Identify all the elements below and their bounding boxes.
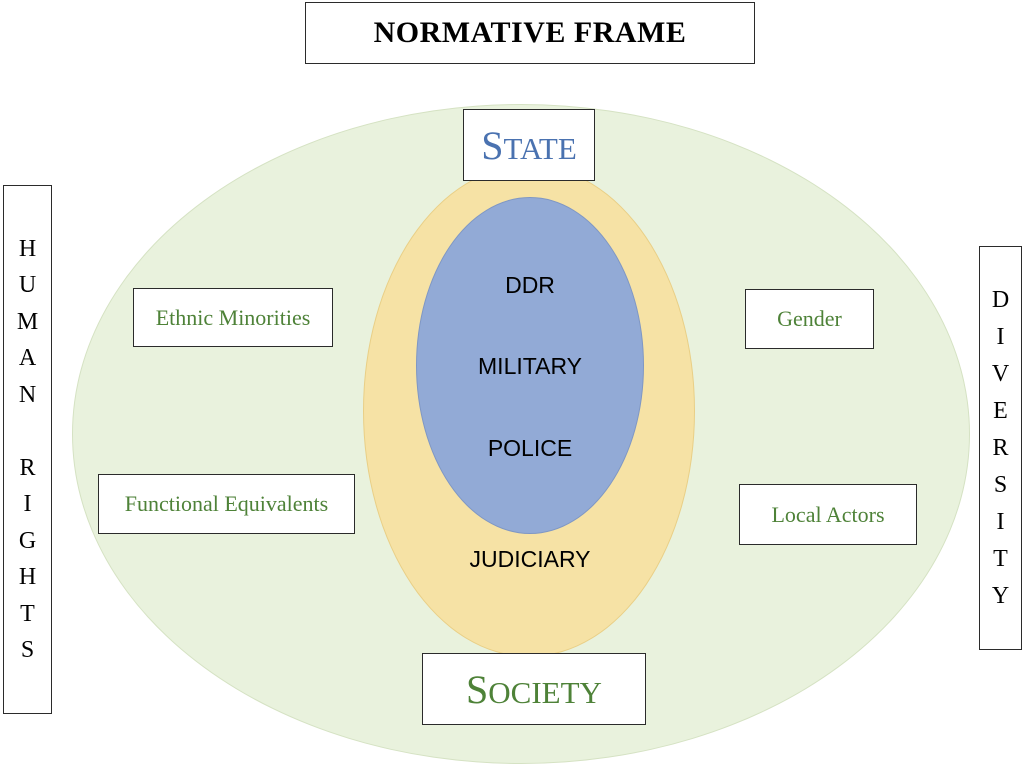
state-label-rest: TATE	[503, 130, 577, 166]
diversity-letter: S	[993, 471, 1008, 498]
state-box: STATE	[463, 109, 595, 181]
society-label: SOCIETY	[466, 666, 602, 713]
ethnic-minorities-label: Ethnic Minorities	[155, 304, 311, 330]
local-actors-label: Local Actors	[771, 501, 885, 527]
human-rights-letter: A	[18, 345, 37, 371]
police-label: POLICE	[487, 435, 573, 461]
diversity-letter: T	[993, 545, 1008, 572]
human-rights-letter: R	[19, 454, 36, 481]
human-rights-letter: G	[18, 527, 37, 554]
inner-ellipse	[416, 197, 644, 534]
state-label-initial: S	[481, 122, 504, 168]
functional-equivalents-label: Functional Equivalents	[124, 491, 329, 516]
human-rights-spacer	[4, 413, 51, 450]
military-label: MILITARY	[478, 353, 582, 379]
society-label-initial: S	[466, 666, 489, 712]
diversity-letter: I	[996, 323, 1005, 350]
gender-box: Gender	[745, 289, 874, 349]
human-rights-letter: M	[16, 308, 39, 335]
human-rights-letter: T	[20, 600, 35, 627]
gender-label: Gender	[777, 306, 842, 331]
human-rights-letter: H	[18, 235, 37, 262]
human-rights-letter: H	[18, 564, 37, 590]
diversity-letter: E	[993, 397, 1008, 424]
diversity-letter: R	[992, 434, 1009, 461]
diversity-letter: I	[996, 508, 1005, 535]
diversity-letter: V	[991, 360, 1010, 387]
diversity-letter: Y	[991, 582, 1010, 609]
local-actors-box: Local Actors	[739, 484, 917, 545]
ethnic-minorities-box: Ethnic Minorities	[133, 288, 333, 347]
human-rights-letter: U	[18, 272, 37, 298]
judiciary-label: JUDICIARY	[469, 546, 591, 572]
functional-equivalents-box: Functional Equivalents	[98, 474, 355, 534]
society-box: SOCIETY	[422, 653, 646, 725]
society-label-rest: OCIETY	[488, 674, 602, 710]
normative-frame-title: NORMATIVE FRAME	[373, 16, 687, 49]
diversity-letter: D	[991, 286, 1010, 313]
normative-frame-title-box: NORMATIVE FRAME	[305, 2, 755, 64]
ddr-label: DDR	[505, 272, 555, 298]
human-rights-letter: I	[23, 491, 32, 517]
state-label: STATE	[481, 122, 577, 169]
human-rights-letter: N	[18, 381, 37, 408]
human-rights-letter: S	[20, 637, 35, 663]
